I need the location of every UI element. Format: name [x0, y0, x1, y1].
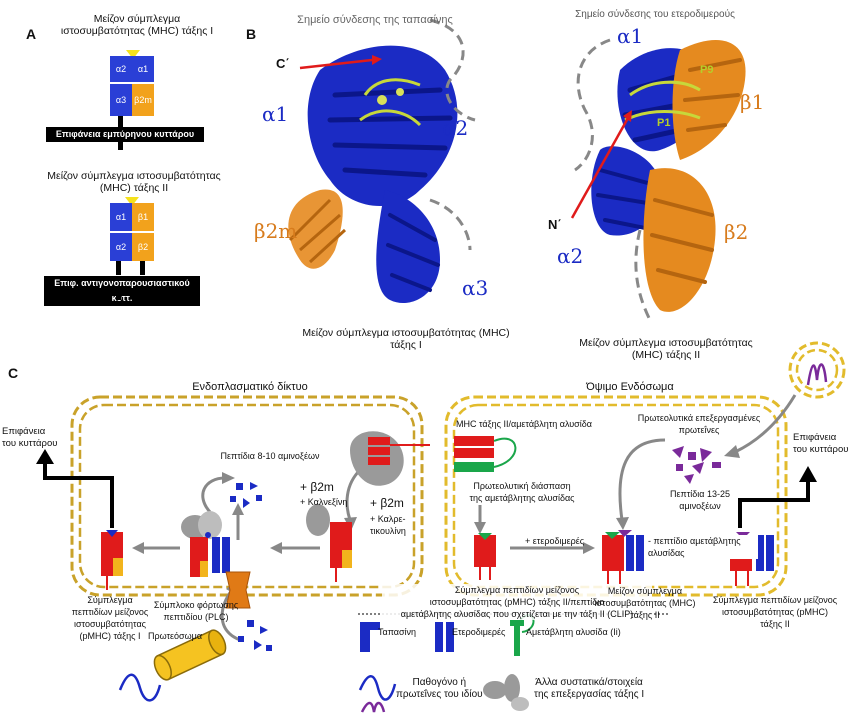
class2-structure-caption: Μείζον σύμπλεγμα ιστοσυμβατότητας (MHC) … — [579, 337, 753, 361]
class1-binding-site-label: Σημείο σύνδεσης της ταπασίνης — [297, 14, 453, 26]
legend-other-components-label: Άλλα συστατικά/στοιχεία της επεξεργασίας… — [534, 677, 645, 700]
class2-title: Μείζον σύμπλεγμα ιστοσυμβατότητας (MHC) … — [47, 170, 221, 194]
pathogen-protein-er — [118, 673, 162, 702]
vesicle-inner — [795, 348, 839, 392]
endosome-inner-border — [452, 403, 780, 589]
legend-pathogen-label: Παθογόνο ή πρωτεΐνες του ιδίου — [396, 677, 483, 700]
plus-calreticulin-label: + Καλρε- τικουλίνη — [370, 514, 406, 536]
class2-alpha2-label: α2 — [557, 244, 584, 268]
peptide-marker — [126, 50, 140, 59]
n-terminus-label: N΄ — [548, 217, 562, 232]
class1-alpha1-domain: α1 — [132, 56, 154, 82]
peptide-fragments — [230, 482, 262, 508]
class1-alpha3-label: α3 — [462, 276, 489, 300]
class2-stalk-a — [116, 261, 121, 275]
class1-alpha2-label: α2 — [442, 116, 469, 140]
mhc2-middle-label: Μείζον σύμπλεγμα ιστοσυμβατότητας (MHC) … — [594, 586, 696, 620]
class2-stalk-bottom-b — [140, 291, 145, 300]
cell-surface-left-label: Επιφάνεια του κυττάρου — [2, 426, 58, 449]
class2-alpha1-domain: α1 — [110, 203, 132, 231]
plus-heterodimer-label: + ετεροδιμερές — [525, 536, 585, 546]
plc-complex — [181, 511, 251, 609]
peptides-8-10-label: Πεπτίδια 8-10 αμινοξέων — [220, 451, 320, 461]
class1-membrane: Επιφάνεια εμπύρηνου κυττάρου — [46, 127, 204, 142]
mhc2-cleaved-shape — [474, 533, 496, 580]
er-to-surface-arrow — [43, 462, 114, 528]
mhc2-invariant-shape — [454, 436, 517, 472]
clip-complex-label: Σύμπλεγμα πεπτιδίων μείζονος ιστοσυμβατό… — [382, 584, 652, 620]
processed-peptide-fragments — [672, 446, 721, 484]
class2-stalk-b — [140, 261, 145, 275]
class2-schematic: α1 β1 α2 β2 — [108, 197, 158, 279]
class1-beta2m-label: β2m — [254, 219, 298, 243]
class2-beta1-domain: β1 — [132, 203, 154, 231]
p9-label: P9 — [700, 64, 714, 76]
class1-alpha1-label: α1 — [262, 102, 289, 126]
cell-surface-right-label: Επιφάνεια του κυττάρου — [793, 432, 849, 455]
legend-pathogen-blue-icon — [358, 675, 397, 701]
processed-proteins-label: Πρωτεολυτικά επεξεργασμένες πρωτεΐνες — [637, 413, 761, 435]
panel-a-letter: A — [26, 26, 37, 42]
mhc1-with-chaperones — [306, 504, 352, 582]
class1-schematic: α2 α1 α3 β2m — [108, 50, 158, 132]
class1-stalk-bottom — [118, 142, 123, 150]
legend-tapasin-label: Ταπασίνη — [378, 627, 417, 637]
legend-other-components-icon — [483, 674, 529, 711]
endosome-title: Όψιμο Ενδόσωμα — [586, 381, 674, 393]
pmhc2-label: Σύμπλεγμα πεπτιδίων μείζονος ιστοσυμβατό… — [712, 595, 838, 629]
legend-invariant-label: Αμετάβλητη αλυσίδα (Ii) — [526, 627, 621, 637]
class2-membrane: Επιφ. αντιγονοπαρουσιαστικού κυττ. — [44, 276, 200, 306]
class1-b2m-domain: β2m — [132, 84, 154, 116]
panel-b-letter: B — [246, 26, 257, 42]
minus-peptide-label: - πεπτίδιο αμετάβλητης αλυσίδας — [648, 535, 758, 559]
plus-b2m-2-label: + β2m — [370, 496, 404, 510]
class1-title: Μείζον σύμπλεγμα ιστοσυμβατότητας (MHC) … — [60, 13, 214, 37]
proteasome-fragments — [238, 620, 272, 651]
pmhc1-shape — [101, 530, 123, 590]
class1-structure — [288, 18, 476, 304]
class2-structure — [570, 38, 746, 321]
proteasome-label: Πρωτεόσωμα — [147, 631, 203, 641]
c-terminus-label: C΄ — [276, 56, 290, 71]
pmhc1-label: Σύμπλεγμα πεπτιδίων μείζονος ιστοσυμβατό… — [71, 595, 149, 641]
plus-b2m-label: + β2m — [300, 480, 334, 494]
class1-structure-caption: Μείζον σύμπλεγμα ιστοσυμβατότητας (MHC) … — [302, 327, 510, 351]
plus-calnexin-label: + Καλνεξίνη — [300, 497, 348, 507]
class1-stalk — [118, 116, 123, 132]
vesicle-outer — [788, 341, 846, 399]
class1-alpha3-domain: α3 — [110, 84, 132, 116]
legend-heterodimer-icon — [435, 622, 454, 652]
class2-alpha1-label: α1 — [617, 24, 644, 48]
p1-label: P1 — [657, 117, 671, 129]
class2-alpha2-domain: α2 — [110, 233, 132, 261]
class1-alpha2-domain: α2 — [110, 56, 132, 82]
legend-pathogen-purple-icon — [360, 701, 386, 713]
vesicle-protein — [806, 363, 828, 386]
endosome-to-surface-arrow — [738, 480, 810, 528]
legend-heterodimer-label: Ετεροδιμερές — [452, 627, 506, 637]
proteolytic-cleavage-label: Πρωτεολυτική διάσπαση της αμετάβλητης αλ… — [469, 481, 575, 503]
mhc2-heterodimer-shape — [602, 530, 644, 584]
er-inner-border — [78, 403, 416, 589]
class2-beta2-domain: β2 — [132, 233, 154, 261]
peptide-marker — [125, 197, 139, 206]
er-title: Ενδοπλασματικό δίκτυο — [192, 381, 308, 393]
mhc2-invariant-label: MHC τάξης ΙΙ/αμετάβλητη αλυσίδα — [456, 419, 592, 429]
plc-label: Σύμπλοκο φόρτωσης πεπτιδίου (PLC) — [153, 600, 239, 622]
legend-tapasin-icon — [360, 622, 380, 652]
proteasome-shape — [153, 629, 227, 681]
peptides-13-25-label: Πεπτίδια 13-25 αμινοξέων — [669, 489, 730, 511]
panel-c-letter: C — [8, 365, 19, 381]
class2-beta1-label: β1 — [740, 90, 765, 114]
class2-binding-site-label: Σημείο σύνδεσης του ετεροδιμερούς — [575, 9, 735, 20]
class2-beta2-label: β2 — [724, 220, 749, 244]
class2-stalk-bottom-a — [116, 291, 121, 300]
